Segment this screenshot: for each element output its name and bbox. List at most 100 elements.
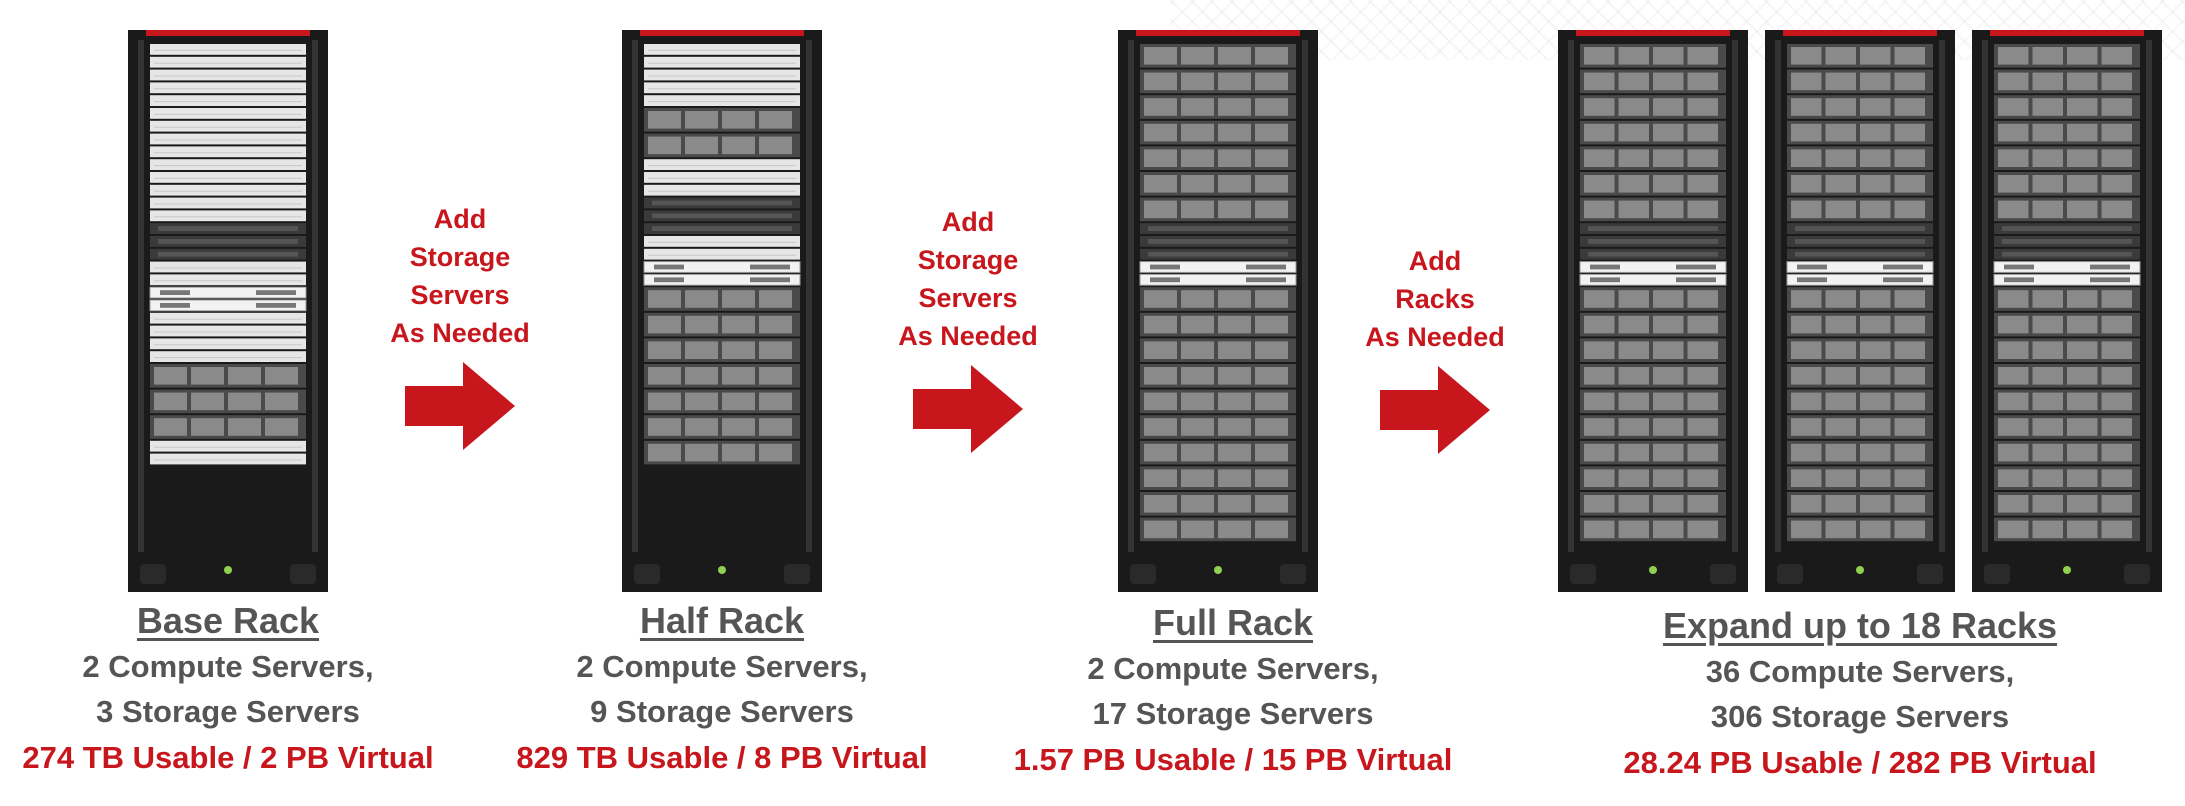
drive-bay (2101, 47, 2132, 65)
drive-bay (2101, 175, 2132, 193)
arrow-add-storage-2: Add Storage Servers As Needed (883, 203, 1053, 453)
drive-bay (154, 418, 187, 436)
drive-bay (685, 290, 718, 308)
drive-bay (1218, 418, 1251, 436)
drive-bay (1825, 367, 1856, 385)
empty-slot (150, 453, 306, 465)
drive-bay (722, 392, 755, 411)
drive-bay (2067, 200, 2098, 219)
rack-rail (312, 40, 318, 552)
drive-bay (1825, 315, 1856, 334)
capacity: 274 TB Usable / 2 PB Virtual (22, 740, 434, 775)
drive-bay (1894, 443, 1925, 462)
drive-bay (2101, 123, 2132, 142)
stage-title: Full Rack (1152, 602, 1314, 643)
drive-bay (1653, 175, 1684, 193)
drive-bay (1998, 443, 2029, 462)
drive-bay (1618, 149, 1649, 167)
drive-bay (685, 315, 718, 334)
drive-bay (2032, 47, 2063, 65)
drive-bay (1998, 392, 2029, 411)
empty-slot (150, 274, 306, 286)
drive-bay (1791, 200, 1822, 219)
drive-bay (1584, 47, 1615, 65)
drive-bay (2067, 47, 2098, 65)
drive-bay (1860, 47, 1891, 65)
drive-bay (1144, 315, 1177, 334)
drive-bay (722, 418, 755, 436)
empty-slot (150, 69, 306, 81)
drive-bay (648, 418, 681, 436)
rack-foot (634, 564, 660, 584)
stage-title: Expand up to 18 Racks (1662, 605, 2058, 646)
drive-bay (265, 392, 298, 411)
drive-bay (2101, 149, 2132, 167)
drive-bay (1618, 367, 1649, 385)
empty-slot (150, 95, 306, 106)
drive-bay (1144, 520, 1177, 539)
drive-bay (2067, 72, 2098, 91)
compute-bay (160, 290, 190, 295)
storage-servers: 306 Storage Servers (1710, 699, 2010, 734)
rack-expand-1 (1558, 30, 1748, 592)
drive-bay (2032, 520, 2063, 539)
drive-bay (1181, 495, 1214, 513)
drive-bay (1584, 392, 1615, 411)
rack-foot (290, 564, 316, 584)
compute-bay (1883, 264, 1923, 270)
drive-bay (1144, 47, 1177, 65)
drive-bay (1687, 290, 1718, 308)
drive-bay (2067, 98, 2098, 116)
drive-bay (1584, 495, 1615, 513)
drive-bay (1255, 175, 1288, 193)
switch-ports (1148, 226, 1288, 231)
drive-bay (1584, 290, 1615, 308)
drive-bay (1181, 392, 1214, 411)
arrow-label: Add Storage Servers As Needed (390, 204, 530, 348)
drive-bay (1687, 149, 1718, 167)
drive-bay (2067, 367, 2098, 385)
compute-bay (1246, 264, 1286, 270)
empty-slot (644, 82, 800, 94)
drive-bay (1687, 200, 1718, 219)
empty-slot (150, 351, 306, 362)
drive-bay (1618, 443, 1649, 462)
drive-bay (1998, 495, 2029, 513)
drive-bay (2032, 98, 2063, 116)
drive-bay (1653, 392, 1684, 411)
empty-slot (150, 56, 306, 68)
drive-bay (685, 111, 718, 129)
empty-slot (150, 108, 306, 119)
switch-ports (1588, 226, 1718, 231)
drive-bay (1825, 200, 1856, 219)
drive-bay (1218, 341, 1251, 359)
switch-ports (652, 226, 792, 231)
drive-bay (648, 392, 681, 411)
drive-bay (1618, 520, 1649, 539)
drive-bay (2101, 418, 2132, 436)
drive-bay (1894, 123, 1925, 142)
drive-bay (2101, 72, 2132, 91)
drive-bay (1687, 47, 1718, 65)
drive-bay (1255, 47, 1288, 65)
drive-bay (1687, 418, 1718, 436)
drive-bay (2032, 200, 2063, 219)
drive-bay (1998, 200, 2029, 219)
arrow-add-storage-1: Add Storage Servers As Needed (375, 200, 545, 450)
drive-bay (1998, 520, 2029, 539)
empty-slot (150, 159, 306, 170)
drive-bay (1618, 200, 1649, 219)
drive-bay (2032, 341, 2063, 359)
drive-bay (722, 290, 755, 308)
rack-foot (784, 564, 810, 584)
drive-bay (1791, 367, 1822, 385)
drive-bay (1255, 149, 1288, 167)
drive-bay (1584, 520, 1615, 539)
drive-bay (2032, 149, 2063, 167)
drive-bay (1144, 392, 1177, 411)
drive-bay (759, 418, 792, 436)
drive-bay (1791, 149, 1822, 167)
drive-bay (1825, 341, 1856, 359)
rack-base (128, 30, 328, 592)
capacity: 1.57 PB Usable / 15 PB Virtual (1013, 742, 1453, 777)
